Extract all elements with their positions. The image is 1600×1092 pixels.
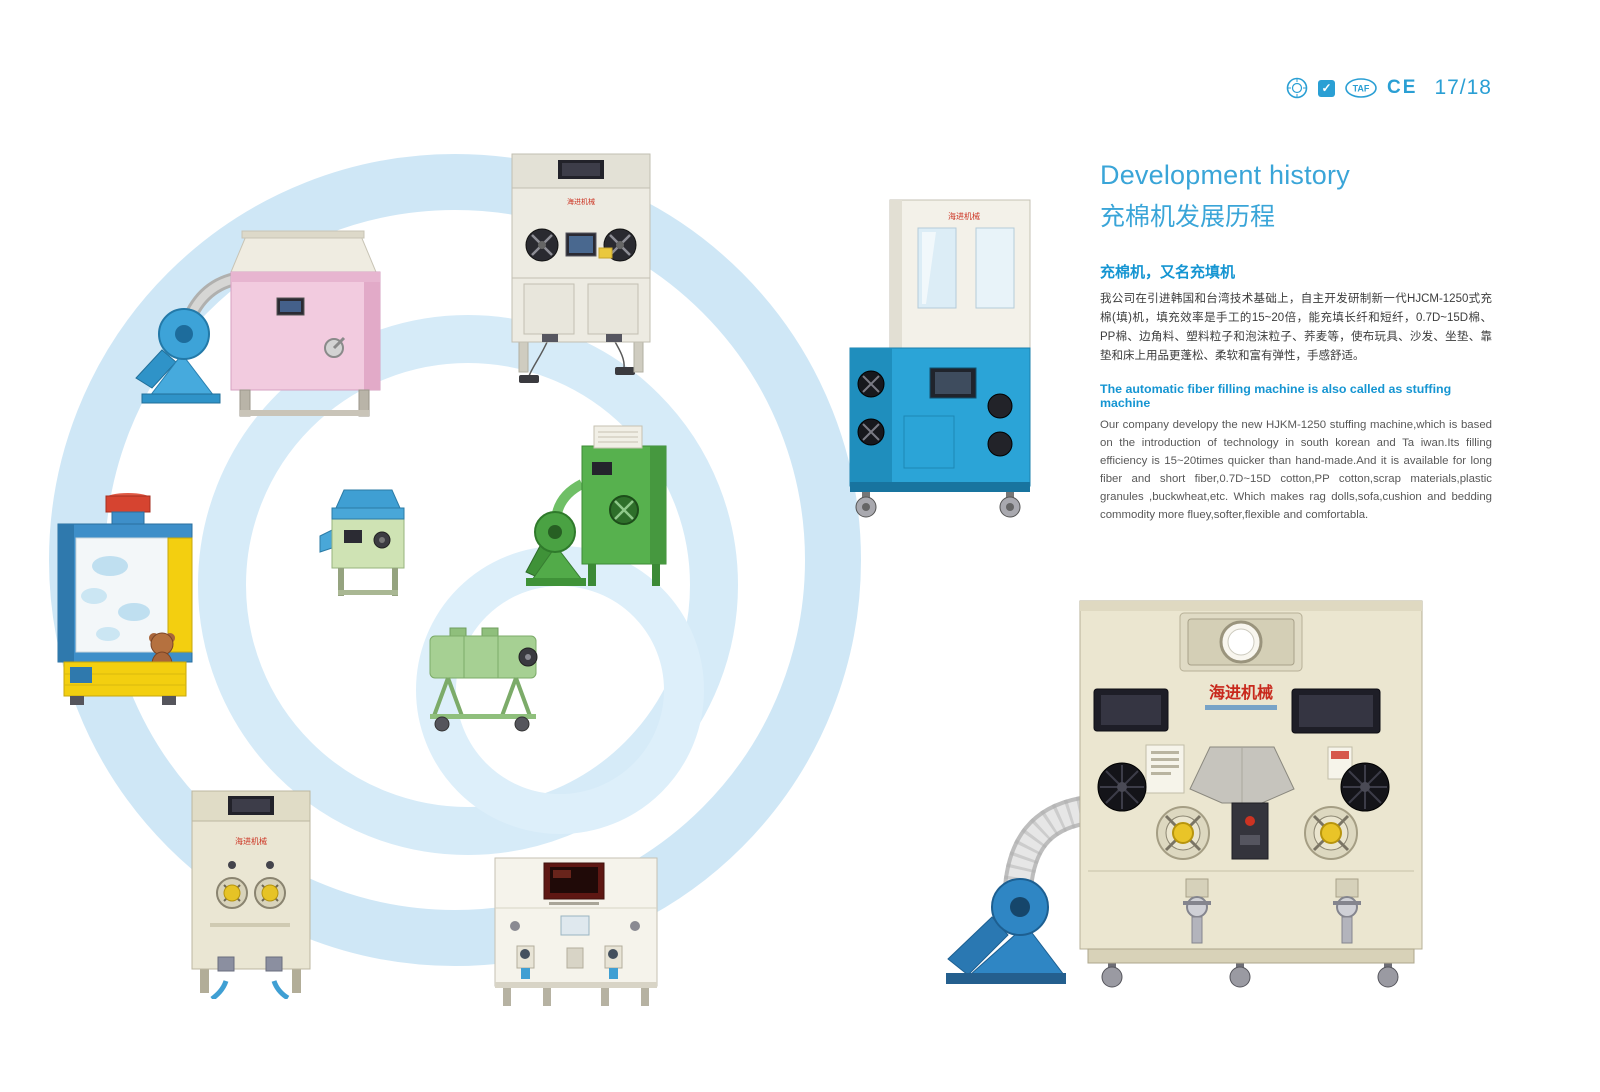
machine-toy-decorated [50, 492, 200, 716]
text-column: Development history 充棉机发展历程 充棉机，又名充填机 我公… [1100, 160, 1492, 525]
machine-white-maroon-display [487, 850, 665, 1015]
machine-top-white-stuffing: 海进机械 [495, 148, 667, 396]
chinese-section-heading: 充棉机，又名充填机 [1100, 264, 1236, 281]
taf-badge-icon: TAF [1345, 78, 1377, 98]
machine-green-with-blower [524, 422, 676, 594]
machine-pink-with-blower [128, 226, 398, 426]
check-mark-badge-icon: ✓ [1318, 79, 1336, 97]
machine-white-blue-cabinet: 海进机械 [838, 192, 1043, 527]
machine-beige-two-dials: 海进机械 [170, 787, 330, 999]
certification-round-badge-icon [1286, 77, 1308, 99]
machine-brand-label: 海进机械 [948, 211, 980, 221]
english-section-heading: The automatic fiber filling machine is a… [1100, 382, 1452, 411]
page-title-chinese: 充棉机发展历程 [1100, 203, 1276, 231]
page-number: 17/18 [1434, 76, 1492, 99]
machine-large-main-product: 海进机械 [940, 595, 1445, 995]
machine-brand-label: 海进机械 [1209, 683, 1273, 702]
ce-mark-icon: CE [1387, 77, 1418, 98]
section-english: The automatic fiber filling machine is a… [1100, 382, 1492, 524]
machine-horizontal-green [422, 610, 550, 735]
page-title-english: Development history [1100, 160, 1350, 190]
taf-label: TAF [1353, 84, 1370, 94]
chinese-section-body: 我公司在引进韩国和台湾技术基础上，自主开发研制新一代HJCM-1250式充棉(填… [1100, 293, 1492, 363]
english-section-body: Our company developy the new HJKM-1250 s… [1100, 419, 1492, 521]
machine-small-green-blue [314, 486, 422, 608]
machine-brand-label: 海进机械 [567, 197, 595, 206]
machine-brand-label: 海进机械 [235, 836, 267, 846]
certification-bar: ✓ TAF CE 17/18 [1285, 76, 1492, 100]
section-chinese: 充棉机，又名充填机 我公司在引进韩国和台湾技术基础上，自主开发研制新一代HJCM… [1100, 261, 1492, 366]
